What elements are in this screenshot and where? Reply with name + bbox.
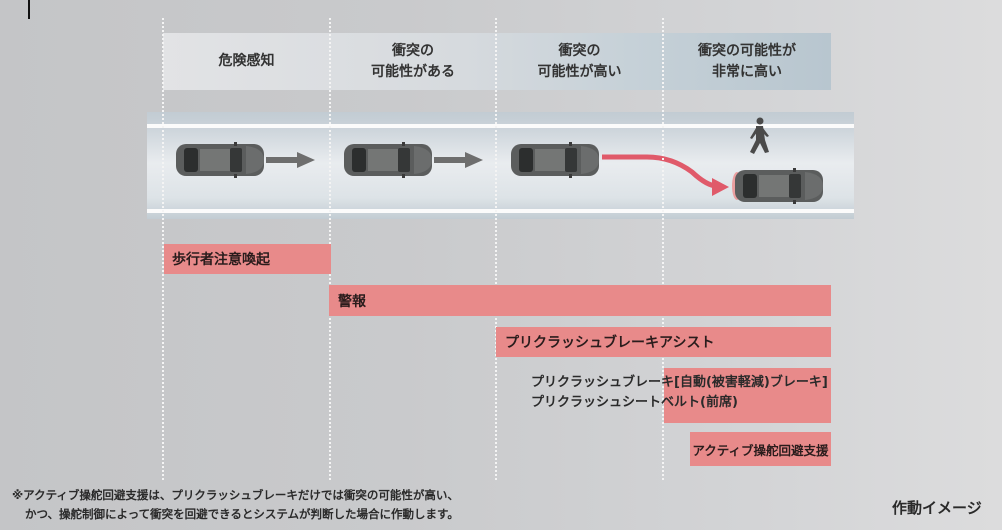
phase-label: 危険感知 [218, 53, 275, 69]
pedestrian-icon [750, 117, 769, 154]
phase-divider [162, 18, 164, 480]
car-icon [732, 168, 823, 204]
bar-pcs-brake-assist: プリクラッシュブレーキアシスト [496, 327, 831, 357]
pcs-auto-brake-labels: プリクラッシュブレーキ[自動(被害軽減)ブレーキ] プリクラッシュシートベルト(… [531, 373, 831, 413]
car-icon [511, 142, 599, 178]
arrow-right-icon [434, 152, 483, 168]
phase-label: 可能性がある [371, 63, 455, 80]
scene [176, 117, 823, 204]
steering-avoid-arrow-icon [602, 154, 729, 196]
bar-label: アクティブ操舵回避支援 [692, 442, 829, 458]
road-lane-line-bottom [147, 209, 854, 213]
footnote: ※アクティブ操舵回避支援は、プリクラッシュブレーキだけでは衝突の可能性が高い、 … [12, 486, 459, 524]
phase-collision-very-likely: 衝突の可能性が非常に高い [663, 33, 831, 90]
phase-label: 衝突の可能性が [698, 42, 796, 59]
phase-label: 衝突の [558, 42, 601, 59]
phase-header-bg [163, 33, 831, 90]
road-lane-line-top [147, 124, 854, 128]
road [147, 112, 854, 219]
phase-collision-likely: 衝突の可能性が高い [496, 33, 663, 90]
bar-label: 歩行者注意喚起 [172, 252, 270, 268]
bar-label: 警報 [338, 293, 366, 310]
phase-divider [495, 18, 497, 480]
phase-divider [662, 18, 664, 480]
pcs-auto-brake-label: プリクラッシュブレーキ[自動(被害軽減)ブレーキ] [531, 375, 828, 390]
arrow-right-icon [266, 152, 315, 168]
phase-label: 可能性が高い [537, 63, 622, 80]
bar-warning: 警報 [329, 285, 831, 316]
diagram-caption: 作動イメージ [892, 499, 982, 517]
car-icon [176, 142, 264, 178]
phase-collision-possible: 衝突の可能性がある [330, 33, 496, 90]
footnote-line: ※アクティブ操舵回避支援は、プリクラッシュブレーキだけでは衝突の可能性が高い、 [12, 488, 459, 502]
phase-label: 衝突の [392, 42, 434, 59]
phase-danger-detection: 危険感知 [163, 33, 330, 90]
car-icon [344, 142, 432, 178]
bar-label: プリクラッシュブレーキアシスト [505, 335, 715, 351]
phase-label: 非常に高い [712, 63, 782, 80]
pcs-seatbelt-label: プリクラッシュシートベルト(前席) [531, 395, 738, 410]
text-cursor [28, 0, 30, 19]
bar-pcs-auto-brake [664, 368, 831, 423]
bar-pedestrian-alert: 歩行者注意喚起 [164, 244, 331, 274]
footnote-line: かつ、操舵制御によって衝突を回避できるとシステムが判断した場合に作動します。 [25, 507, 459, 521]
bar-active-steering: アクティブ操舵回避支援 [690, 432, 831, 466]
